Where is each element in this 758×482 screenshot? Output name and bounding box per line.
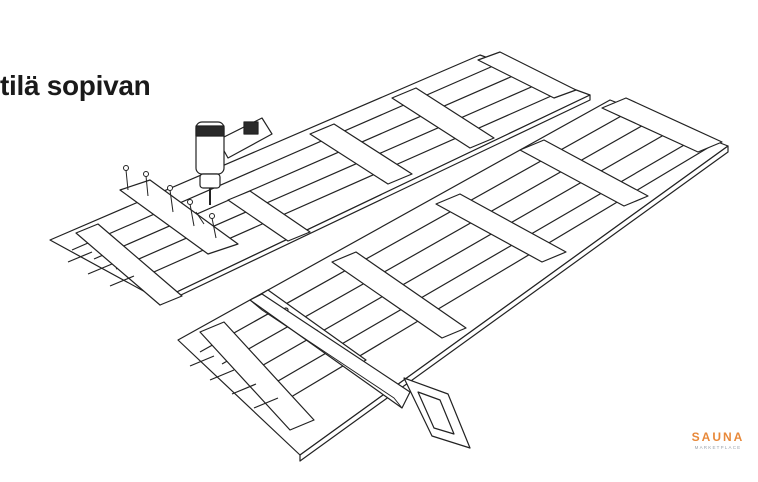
brand-logo-wordmark: SAUNA xyxy=(691,430,745,444)
wall-panel-back xyxy=(49,51,591,306)
saw-icon xyxy=(249,293,471,449)
brand-logo-tagline: MARKETPLACE xyxy=(694,445,742,450)
page-heading: tilä sopivan xyxy=(0,70,151,101)
screw-icon xyxy=(123,165,217,239)
drill-icon xyxy=(195,117,273,205)
brand-logo[interactable]: SAUNA MARKETPLACE xyxy=(690,430,746,450)
